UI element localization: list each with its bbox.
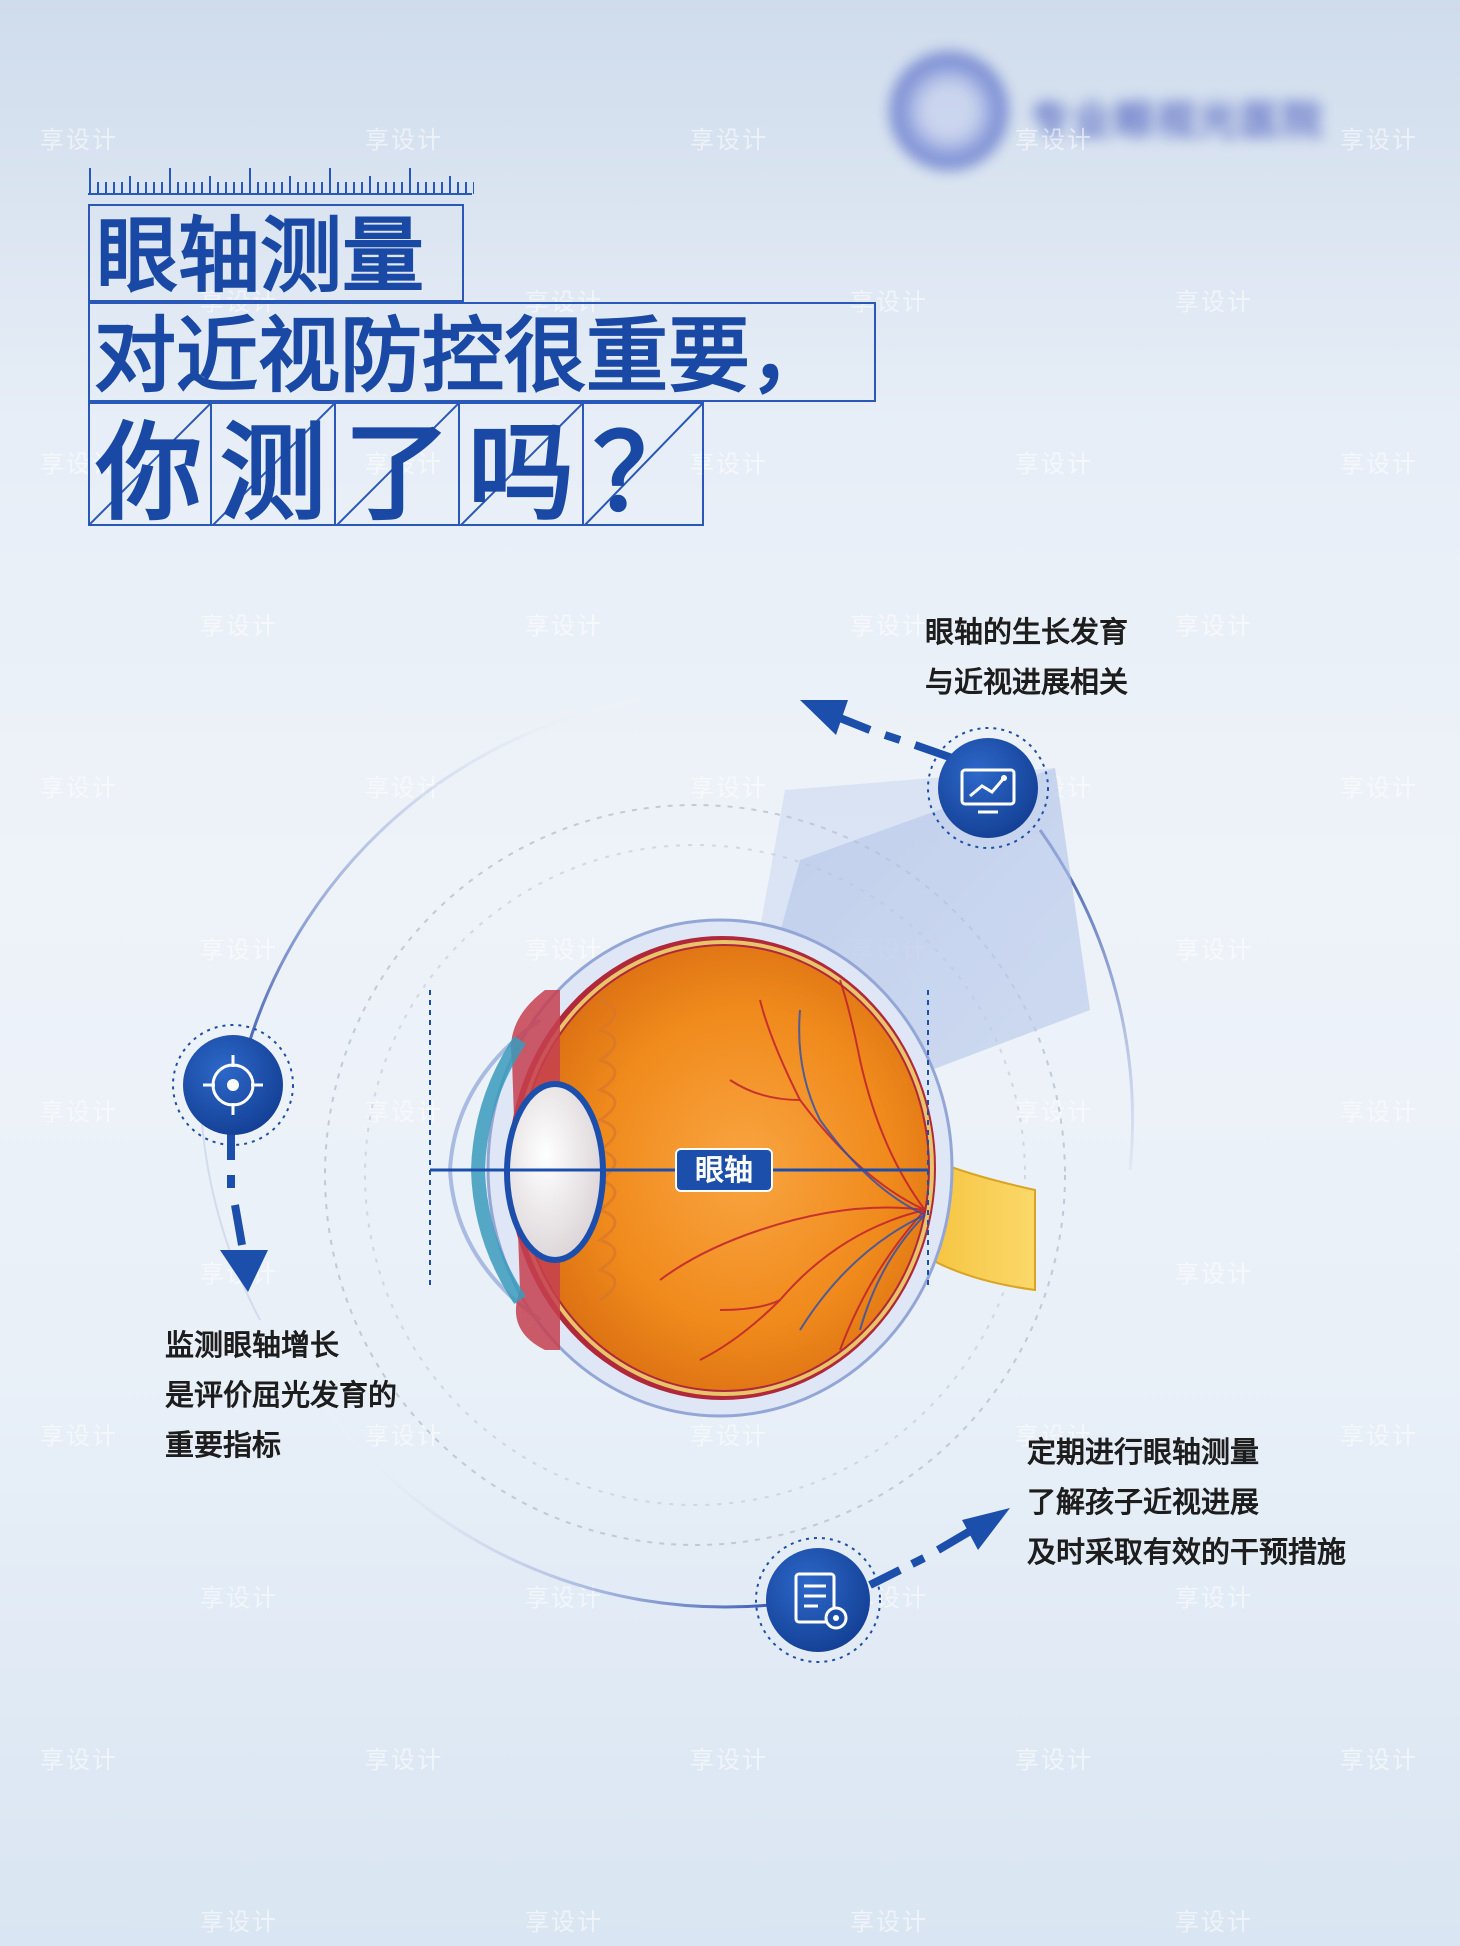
watermark-text: 享设计 [365, 126, 443, 154]
title-char-cell: 你 [88, 402, 212, 535]
title-line-1: 眼轴测量 [88, 204, 464, 302]
watermark-text: 享设计 [365, 1746, 443, 1774]
watermark-text: 享设计 [850, 612, 928, 640]
watermark-text: 享设计 [525, 1908, 603, 1936]
watermark-text: 享设计 [690, 126, 768, 154]
watermark-text: 享设计 [365, 1098, 443, 1126]
watermark-text: 享设计 [1340, 1746, 1418, 1774]
callout-line: 重要指标 [165, 1428, 282, 1462]
callout-line: 眼轴的生长发育 [925, 615, 1129, 649]
watermark-text: 享设计 [365, 774, 443, 802]
watermark-text: 享设计 [1015, 450, 1093, 478]
watermark-text: 享设计 [1340, 450, 1418, 478]
watermark-text: 享设计 [690, 1422, 768, 1450]
watermark-text: 享设计 [525, 936, 603, 964]
callout-monitor-growth: 监测眼轴增长 是评价屈光发育的 重要指标 [165, 1320, 397, 1470]
logo-text: 专业眼视光医院 [1030, 98, 1324, 144]
watermark-text: 享设计 [690, 1746, 768, 1774]
axial-length-label: 眼轴 [675, 1148, 773, 1192]
title-line-2: 对近视防控很重要， [88, 302, 876, 402]
callout-regular-measurement: 定期进行眼轴测量 了解孩子近视进展 及时采取有效的干预措施 [1027, 1427, 1346, 1577]
watermark-text: 享设计 [365, 450, 443, 478]
watermark-text: 享设计 [1175, 936, 1253, 964]
watermark-text: 享设计 [525, 612, 603, 640]
watermark-text: 享设计 [1015, 1422, 1093, 1450]
title-char-cell: 吗 [460, 402, 584, 535]
callout-axial-growth: 眼轴的生长发育 与近视进展相关 [925, 607, 1128, 707]
callout-line: 定期进行眼轴测量 [1027, 1435, 1260, 1469]
callout-line: 是评价屈光发育的 [165, 1378, 398, 1412]
watermark-text: 享设计 [850, 1908, 928, 1936]
title-char: ？ [593, 412, 699, 535]
watermark-text: 享设计 [1175, 1908, 1253, 1936]
ruler-decoration [88, 168, 474, 195]
brand-logo: 专业眼视光医院 [890, 52, 1430, 172]
title-char: 你 [96, 412, 202, 535]
callout-line: 与近视进展相关 [925, 665, 1129, 699]
watermark-text: 享设计 [1340, 774, 1418, 802]
watermark-text: 享设计 [40, 1098, 118, 1126]
watermark-text: 享设计 [40, 450, 118, 478]
title-line-3-frame [88, 402, 704, 526]
watermark-text: 享设计 [1340, 1098, 1418, 1126]
watermark-text: 享设计 [365, 1422, 443, 1450]
watermark-text: 享设计 [40, 774, 118, 802]
watermark-text: 享设计 [40, 1746, 118, 1774]
watermark-text: 享设计 [1015, 1746, 1093, 1774]
watermark-text: 享设计 [1015, 1098, 1093, 1126]
watermark-text: 享设计 [1175, 612, 1253, 640]
watermark-text: 享设计 [200, 1584, 278, 1612]
title-char: 测 [220, 412, 326, 535]
callout-line: 了解孩子近视进展 [1027, 1485, 1260, 1519]
watermark-text: 享设计 [200, 1908, 278, 1936]
callout-line: 监测眼轴增长 [165, 1328, 340, 1362]
watermark-text: 享设计 [40, 1422, 118, 1450]
watermark-text: 享设计 [1175, 1260, 1253, 1288]
watermark-text: 享设计 [200, 612, 278, 640]
watermark-text: 享设计 [1340, 126, 1418, 154]
title-char: 吗 [468, 412, 574, 535]
watermark-text: 享设计 [1175, 1584, 1253, 1612]
title-char-cell: ？ [584, 402, 708, 535]
watermark-text: 享设计 [1015, 126, 1093, 154]
watermark-text: 享设计 [690, 774, 768, 802]
watermark-text: 享设计 [40, 126, 118, 154]
watermark-text: 享设计 [1175, 288, 1253, 316]
title-line-3: 你 测 了 吗 ？ [88, 402, 708, 535]
logo-badge-icon [890, 52, 1008, 170]
title-char-cell: 了 [336, 402, 460, 535]
title-char-cell: 测 [212, 402, 336, 535]
watermark-text: 享设计 [1340, 1422, 1418, 1450]
title-char: 了 [344, 412, 450, 535]
watermark-text: 享设计 [200, 936, 278, 964]
callout-line: 及时采取有效的干预措施 [1027, 1535, 1347, 1569]
